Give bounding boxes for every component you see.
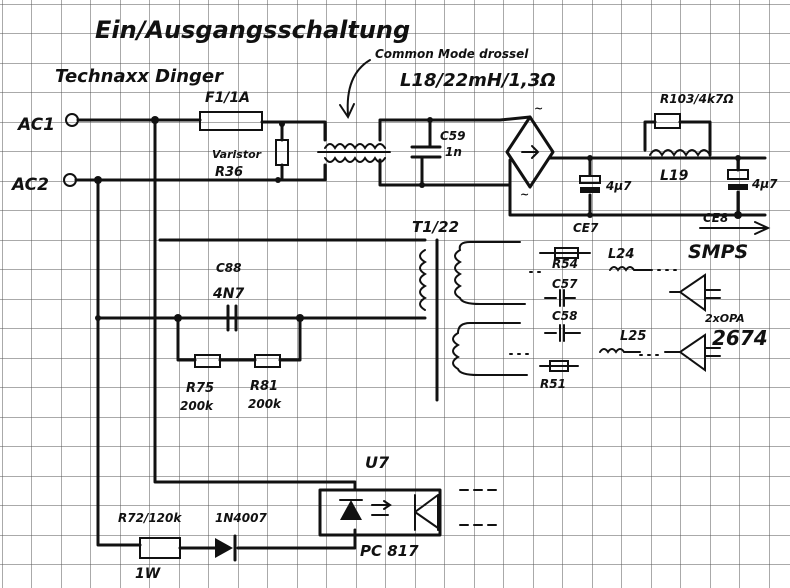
varistor-r36: [275, 139, 289, 166]
ce8-ref: CE8: [703, 211, 728, 225]
c59-ref: C59: [440, 129, 466, 143]
varistor-ref: R36: [215, 165, 243, 180]
c58-label: C58: [552, 309, 578, 323]
capacitor-c59: [410, 118, 442, 187]
u7-part: PC 817: [360, 542, 419, 560]
varistor-name: Varistor: [212, 148, 262, 161]
r103-label: R103/4k7Ω: [660, 92, 734, 106]
schematic-title: Ein/Ausgangsschaltung: [95, 16, 410, 44]
ac1-label: AC1: [16, 115, 55, 135]
capacitor-ce8: [727, 169, 749, 180]
r75-ref: R75: [186, 381, 214, 396]
r72-power: 1W: [135, 566, 161, 582]
resistor-r103: [654, 113, 681, 129]
fuse-label: F1/1A: [205, 90, 250, 106]
choke-note: Common Mode drossel: [375, 47, 529, 61]
secondary-winding-1: [454, 241, 526, 305]
r81-value: 200k: [248, 397, 282, 411]
l19-label: L19: [660, 168, 689, 184]
r81-ref: R81: [250, 379, 278, 394]
common-mode-choke: [317, 59, 391, 163]
wires: [74, 115, 771, 550]
ac2-label: AC2: [10, 175, 49, 195]
ce7-ref: CE7: [573, 221, 599, 235]
r54-label: R54: [552, 257, 578, 271]
u7-ref: U7: [365, 453, 390, 472]
c57-label: C57: [552, 277, 578, 291]
c59-value: 1n: [445, 145, 462, 159]
capacitor-ce7: [579, 175, 601, 184]
svg-text:~: ~: [534, 102, 543, 115]
ce8-value: 4µ7: [751, 177, 778, 191]
smps-label: SMPS: [688, 241, 748, 263]
c88-ref: C88: [216, 261, 242, 275]
smps-arrow: [699, 221, 771, 235]
transformer-label: T1/22: [412, 218, 459, 236]
opamp-count: 2xOPA: [705, 312, 745, 325]
r51-label: R51: [540, 377, 566, 391]
inductor-l19: [649, 149, 711, 157]
primary-winding: [419, 249, 427, 311]
r72-ref: R72/120k: [118, 511, 182, 525]
choke-spec: L18/22mH/1,3Ω: [400, 70, 556, 91]
ce7-value: 4µ7: [605, 179, 632, 193]
c88-value: 4N7: [212, 286, 244, 302]
diode-1n4007: [215, 538, 233, 558]
l25-label: L25: [620, 329, 646, 344]
optocoupler-u7: [339, 494, 439, 531]
capacitor-c88: [226, 304, 238, 332]
diode-label: 1N4007: [215, 511, 267, 525]
r75-value: 200k: [180, 399, 214, 413]
resistor-r81: [254, 354, 281, 368]
secondary-circuit: [509, 247, 721, 372]
l24-label: L24: [608, 247, 634, 262]
subtitle: Technaxx Dinger: [55, 66, 224, 87]
resistor-r72: [139, 537, 181, 559]
secondary-winding-2: [452, 322, 528, 376]
svg-text:~: ~: [520, 188, 529, 201]
fuse-f1: [199, 111, 263, 131]
resistor-r75: [194, 354, 221, 368]
opamp-part: 2674: [712, 326, 768, 350]
bridge-rectifier: ~ ~: [505, 102, 555, 201]
